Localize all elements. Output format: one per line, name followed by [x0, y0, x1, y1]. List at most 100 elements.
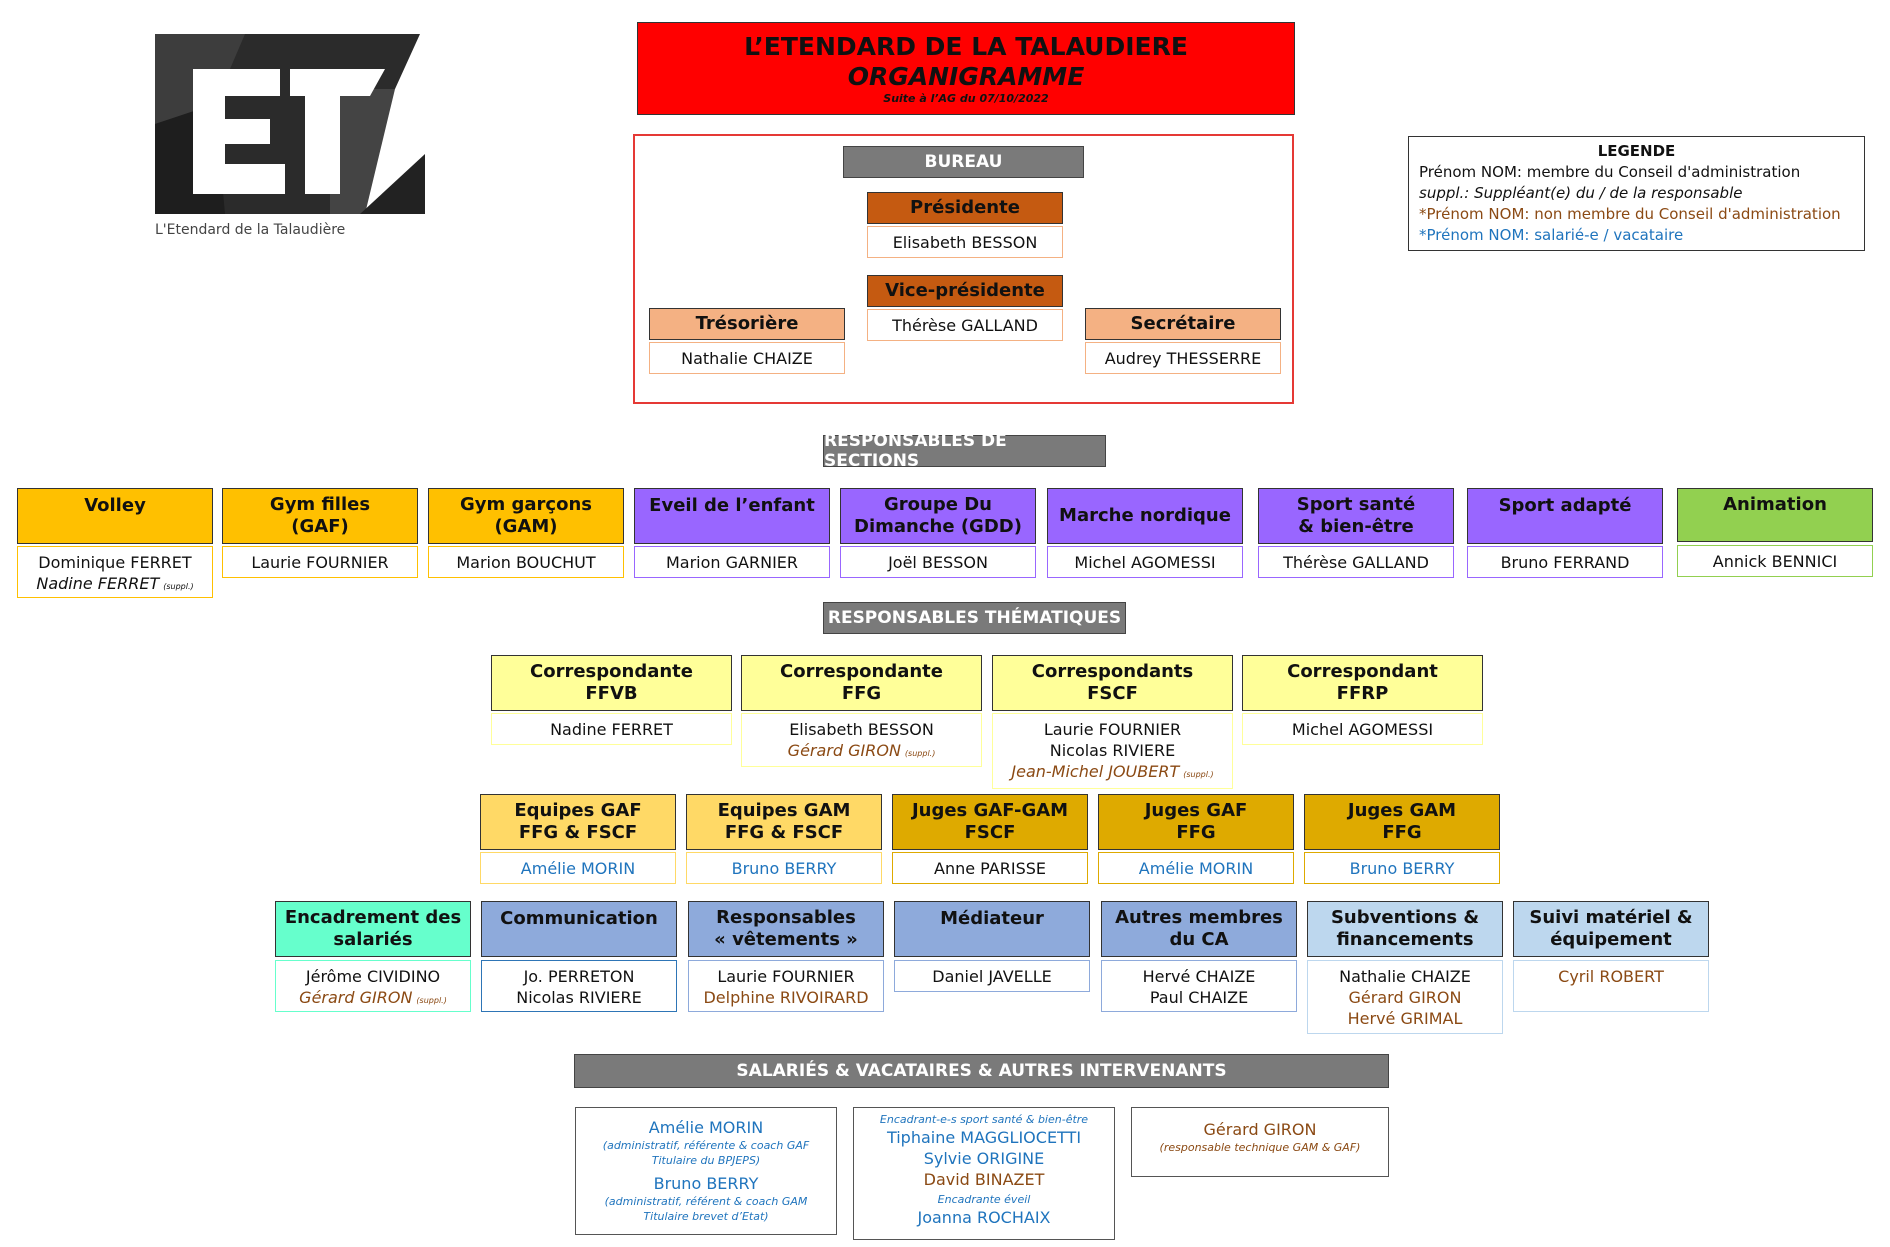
section-sante-label-1: Sport santé [1296, 494, 1416, 515]
theme-ffg-label-2: FFG [841, 683, 882, 704]
theme-vetements-name-1: Laurie FOURNIER [717, 967, 855, 986]
section-eveil-header: Eveil de l’enfant [634, 488, 830, 544]
title-block: L’ETENDARD DE LA TALAUDIERE ORGANIGRAMME… [637, 22, 1295, 115]
section-animation-header: Animation [1677, 488, 1873, 542]
sections-title: RESPONSABLES DE SECTIONS [823, 431, 1106, 471]
theme-eq-gaf-header: Equipes GAF FFG & FSCF [480, 794, 676, 850]
theme-communication-name-1: Jo. PERRETON [523, 967, 635, 986]
theme-autres-names: Hervé CHAIZE Paul CHAIZE [1101, 960, 1297, 1012]
section-gam-label-2: (GAM) [494, 516, 558, 537]
theme-juges-gaf-label-1: Juges GAF [1144, 800, 1248, 821]
section-adapte-name: Bruno FERRAND [1467, 546, 1663, 578]
section-gaf-label-2: (GAF) [291, 516, 349, 537]
theme-subventions-names: Nathalie CHAIZE Gérard GIRON Hervé GRIMA… [1307, 960, 1503, 1034]
theme-ffvb-name: Nadine FERRET [491, 713, 732, 745]
thematiques-title: RESPONSABLES THÉMATIQUES [823, 602, 1126, 634]
theme-encadrement-names: Jérôme CIVIDINO Gérard GIRON(suppl.) [275, 960, 471, 1012]
secretaire-role: Secrétaire [1085, 308, 1281, 340]
encadrant-origine: Sylvie ORIGINE [923, 1149, 1045, 1168]
section-volley-label: Volley [84, 495, 146, 516]
theme-encadrement-name: Jérôme CIVIDINO [305, 967, 441, 986]
theme-autres-header: Autres membres du CA [1101, 901, 1297, 957]
bureau-frame [633, 134, 1294, 404]
theme-juges-gam-name: Bruno BERRY [1304, 852, 1500, 884]
theme-ffg-label-1: Correspondante [780, 661, 943, 682]
theme-communication-name-2: Nicolas RIVIERE [516, 988, 642, 1007]
theme-mediateur-name: Daniel JAVELLE [894, 960, 1090, 992]
theme-encadrement-suppl: Gérard GIRON [299, 988, 413, 1007]
encadrante-eveil-heading: Encadrante éveil [937, 1193, 1031, 1206]
section-volley-name: Dominique FERRET [38, 553, 192, 572]
section-gam-label-1: Gym garçons [459, 494, 592, 515]
logo-caption: L'Etendard de la Talaudière [155, 222, 346, 238]
theme-materiel-label-2: équipement [1550, 929, 1672, 950]
section-volley-suppl: Nadine FERRET [36, 574, 160, 593]
theme-juges-gaf-header: Juges GAF FFG [1098, 794, 1294, 850]
theme-subventions-name-1: Nathalie CHAIZE [1339, 967, 1471, 986]
section-marche-label: Marche nordique [1059, 505, 1231, 526]
title-sub: ORGANIGRAMME [847, 61, 1085, 91]
theme-communication-header: Communication [481, 901, 677, 957]
theme-autres-name-2: Paul CHAIZE [1149, 988, 1249, 1007]
suppl-mark: (suppl.) [416, 996, 447, 1005]
theme-autres-label-2: du CA [1169, 929, 1229, 950]
theme-juges-gam-header: Juges GAM FFG [1304, 794, 1500, 850]
encadrant-binazet: David BINAZET [923, 1170, 1045, 1189]
theme-vetements-name-2: Delphine RIVOIRARD [703, 988, 869, 1007]
theme-materiel-name: Cyril ROBERT [1513, 960, 1709, 1012]
theme-fscf-header: Correspondants FSCF [992, 655, 1233, 711]
theme-juges-fscf-label-1: Juges GAF-GAM [911, 800, 1069, 821]
theme-encadrement-label-1: Encadrement des [284, 907, 462, 928]
section-sante-header: Sport santé & bien-être [1258, 488, 1454, 544]
section-gdd-name: Joël BESSON [840, 546, 1036, 578]
theme-ffvb-label-1: Correspondante [530, 661, 693, 682]
theme-vetements-header: Responsables « vêtements » [688, 901, 884, 957]
theme-juges-fscf-name: Anne PARISSE [892, 852, 1088, 884]
theme-autres-label-1: Autres membres [1115, 907, 1283, 928]
section-gam-header: Gym garçons (GAM) [428, 488, 624, 544]
salarie-berry-desc-2: Titulaire brevet d’Etat) [643, 1210, 769, 1223]
section-gam-name: Marion BOUCHUT [428, 546, 624, 578]
theme-fscf-name-2: Nicolas RIVIERE [1049, 741, 1176, 760]
theme-ffvb-label-2: FFVB [585, 683, 638, 704]
theme-eq-gam-name: Bruno BERRY [686, 852, 882, 884]
salaries-box-3: Gérard GIRON (responsable technique GAM … [1131, 1107, 1389, 1177]
theme-ffg-name: Elisabeth BESSON [789, 720, 934, 739]
tresoriere-name: Nathalie CHAIZE [649, 342, 845, 374]
theme-juges-fscf-header: Juges GAF-GAM FSCF [892, 794, 1088, 850]
theme-ffg-header: Correspondante FFG [741, 655, 982, 711]
theme-fscf-label-2: FSCF [1087, 683, 1138, 704]
theme-encadrement-header: Encadrement des salariés [275, 901, 471, 957]
theme-subventions-name-2: Gérard GIRON [1348, 988, 1462, 1007]
theme-ffg-suppl: Gérard GIRON [787, 741, 901, 760]
suppl-mark: (suppl.) [1183, 770, 1214, 779]
theme-juges-gaf-name: Amélie MORIN [1098, 852, 1294, 884]
salarie-morin-desc-1: (administratif, référente & coach GAF [602, 1139, 810, 1152]
salarie-morin-name: Amélie MORIN [648, 1118, 764, 1137]
section-animation-label: Animation [1723, 494, 1827, 515]
salarie-morin-desc-2: Titulaire du BPJEPS) [651, 1154, 761, 1167]
theme-fscf-suppl: Jean-Michel JOUBERT [1011, 762, 1180, 781]
section-gdd-label-1: Groupe Du [884, 494, 992, 515]
encadrante-rochaix: Joanna ROCHAIX [917, 1208, 1051, 1227]
theme-fscf-names: Laurie FOURNIER Nicolas RIVIERE Jean-Mic… [992, 713, 1233, 789]
salaries-box-2: Encadrant-e-s sport santé & bien-être Ti… [853, 1107, 1115, 1240]
theme-juges-gam-label-2: FFG [1382, 822, 1422, 843]
encadrants-sante-heading: Encadrant-e-s sport santé & bien-être [879, 1113, 1089, 1126]
theme-fscf-name-1: Laurie FOURNIER [1043, 720, 1182, 739]
theme-ffrp-label-1: Correspondant [1287, 661, 1438, 682]
suppl-mark: (suppl.) [904, 749, 936, 758]
theme-eq-gaf-name: Amélie MORIN [480, 852, 676, 884]
salaries-box-1: Amélie MORIN (administratif, référente &… [575, 1107, 837, 1235]
section-gdd-label-2: Dimanche (GDD) [854, 516, 1022, 537]
theme-autres-name-1: Hervé CHAIZE [1142, 967, 1256, 986]
theme-vetements-label-1: Responsables [716, 907, 856, 928]
section-adapte-header: Sport adapté [1467, 488, 1663, 544]
theme-subventions-header: Subventions & financements [1307, 901, 1503, 957]
section-gaf-label-1: Gym filles [269, 494, 371, 515]
logo-mark-icon [155, 34, 425, 214]
theme-fscf-label-1: Correspondants [1031, 661, 1194, 682]
theme-communication-names: Jo. PERRETON Nicolas RIVIERE [481, 960, 677, 1012]
section-sante-label-2: & bien-être [1298, 516, 1414, 537]
section-volley-names: Dominique FERRET Nadine FERRET(suppl.) [17, 546, 213, 598]
